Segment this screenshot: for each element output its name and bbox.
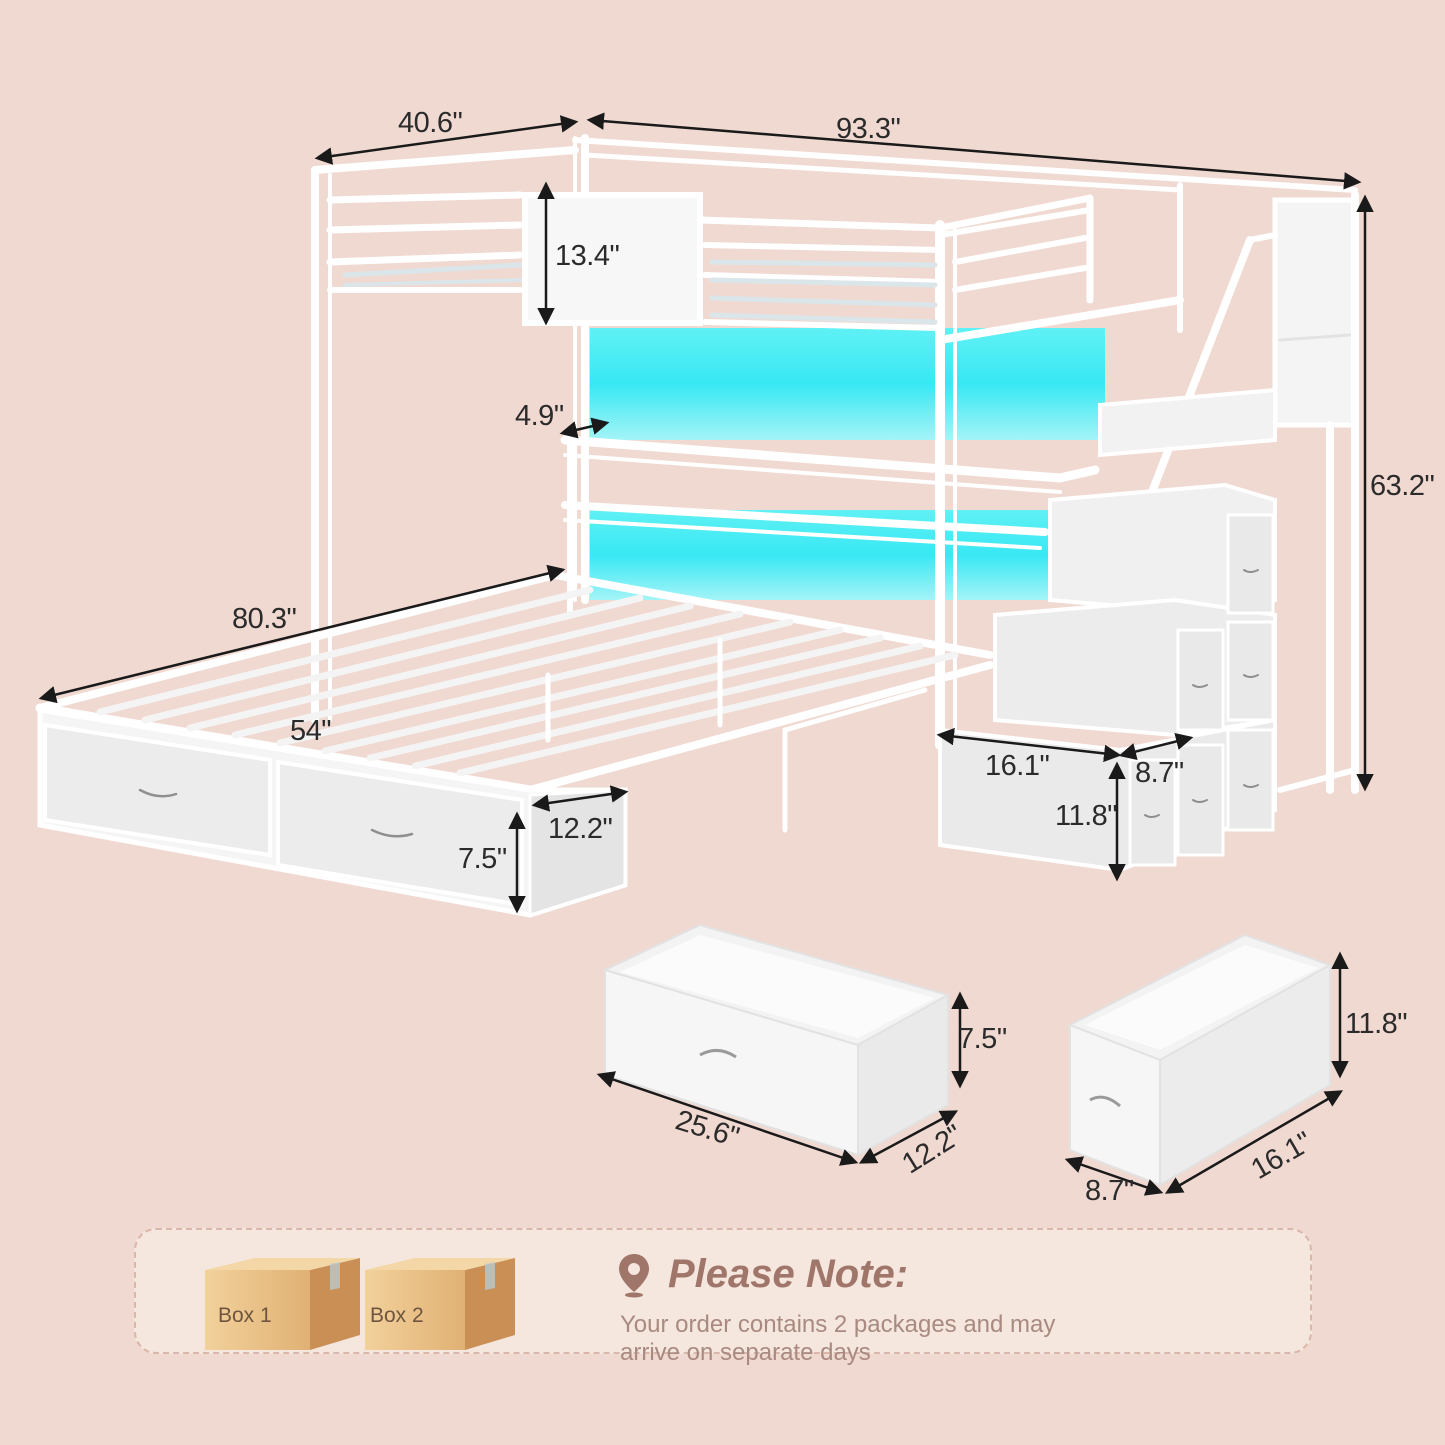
- dim-total-height: 63.2": [1370, 470, 1434, 502]
- drawer-small: [1067, 933, 1333, 1187]
- dim-drawer-depth: 12.2": [548, 813, 612, 845]
- drawer-small-height: 11.8": [1345, 1008, 1407, 1040]
- box2-label: Box 2: [370, 1304, 424, 1327]
- drawer-small-depth: 8.7": [1085, 1175, 1134, 1207]
- drawer-large-height: 7.5": [958, 1023, 1007, 1055]
- bed-illustration: [35, 134, 1359, 918]
- location-pin-icon: [619, 1254, 649, 1298]
- note-body: Your order contains 2 packages and may a…: [620, 1311, 1056, 1366]
- dim-loft-width: 40.6": [398, 107, 462, 139]
- note-title: Please Note:: [668, 1252, 909, 1296]
- led-panel-upper: [590, 328, 1105, 440]
- dim-total-length: 93.3": [836, 113, 900, 145]
- dim-stair-depth: 8.7": [1135, 757, 1184, 789]
- dimension-lines: [38, 112, 1374, 914]
- drawer-large: [602, 923, 951, 1157]
- dim-bed-width: 54": [290, 715, 331, 747]
- drawer-small-dimension-lines: [1064, 951, 1349, 1196]
- drawer-large-dimension-lines: [596, 991, 969, 1166]
- dim-stair-width: 16.1": [985, 750, 1049, 782]
- dim-guardrail-height: 13.4": [555, 240, 619, 272]
- box-icon: Box 1 Box 2: [205, 1258, 515, 1350]
- dim-shelf-depth: 4.9": [515, 400, 564, 432]
- led-panel-lower: [590, 510, 1050, 600]
- side-storage-panel: [1272, 197, 1358, 428]
- dim-drawer-height: 7.5": [458, 843, 507, 875]
- dim-stair-step-height: 11.8": [1055, 800, 1117, 832]
- drawer-small-length: 16.1": [1246, 1126, 1318, 1186]
- box1-label: Box 1: [218, 1304, 272, 1327]
- dim-bed-length: 80.3": [232, 603, 296, 635]
